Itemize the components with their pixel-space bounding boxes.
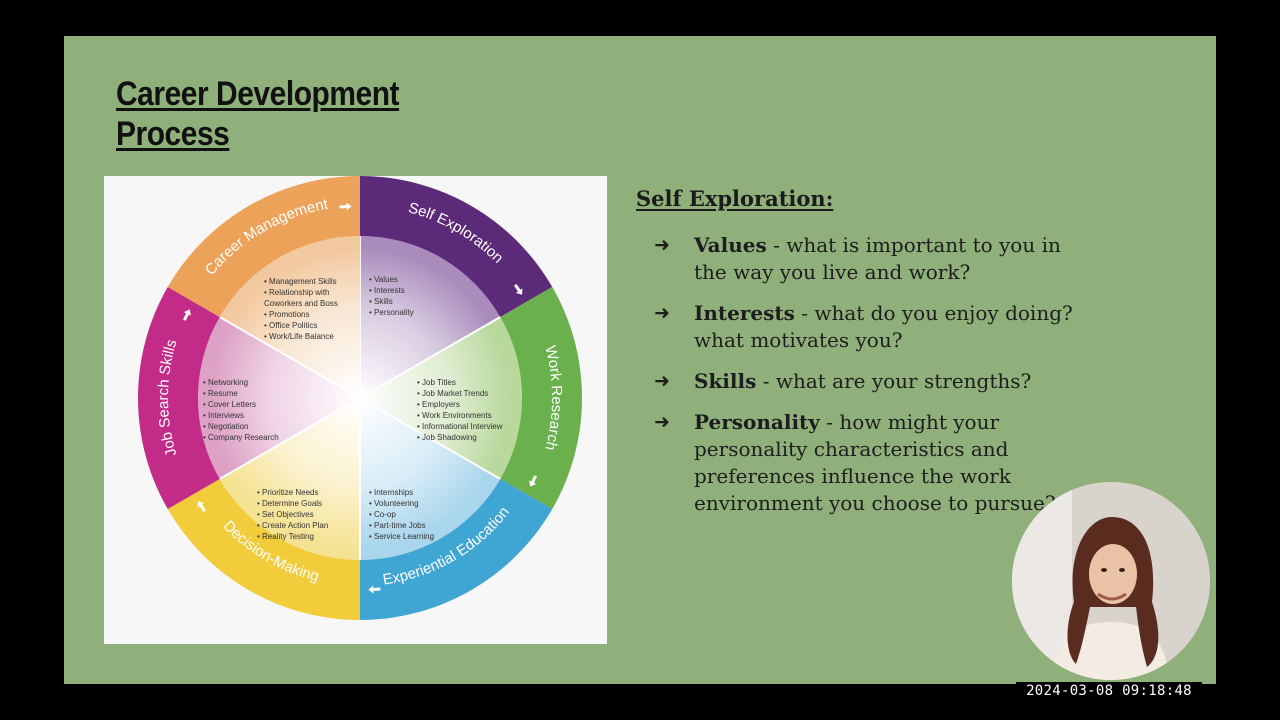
point-desc: - what do you enjoy doing? what motivate… [694,301,1073,352]
list-item: Job Market Trends [417,388,503,399]
segment-label-work-research: Work Research [541,344,565,452]
list-item: Cover Letters [203,399,279,410]
slide-title-line1: Career Development [116,75,400,113]
list-item: Promotions [264,309,364,320]
arrow-icon: ➜ [654,370,670,392]
list-item: Internships [369,487,434,498]
segment-items-self-exploration: Values Interests Skills Personality [369,274,414,318]
list-item: Management Skills [264,276,364,287]
list-item: Create Action Plan [257,520,328,531]
arrow-icon: ➜ [654,234,670,256]
point-interests: ➜ Interests - what do you enjoy doing? w… [654,300,1074,354]
list-item: Part-time Jobs [369,520,434,531]
ring-segment-job-search-skills [138,287,220,509]
list-item: Negotiation [203,421,279,432]
list-item: Relationship with Coworkers and Boss [264,287,364,309]
point-personality: ➜ Personality - how might your personali… [654,409,1074,517]
list-item: Work/Life Balance [264,331,364,342]
arrow-icon: ➜ [654,302,670,324]
list-item: Employers [417,399,503,410]
arrow-icon: ➜ [654,411,670,433]
list-item: Reality Testing [257,531,328,542]
presenter-webcam [1012,482,1210,680]
arrow-marker-icon [339,202,352,211]
presenter-avatar [1012,482,1210,680]
ring-segment-career-management [167,176,360,317]
point-term: Interests [694,301,795,325]
list-item: Volunteering [369,498,434,509]
list-item: Resume [203,388,279,399]
point-term: Personality [694,410,820,434]
arrow-marker-icon [368,585,381,594]
list-item: Determine Goals [257,498,328,509]
point-desc: - how might your personality characteris… [694,410,1056,515]
point-desc: - what are your strengths? [756,369,1032,393]
list-item: Skills [369,296,414,307]
point-skills: ➜ Skills - what are your strengths? [654,368,1074,395]
list-item: Values [369,274,414,285]
segment-items-career-management: Management Skills Relationship with Cowo… [264,276,364,342]
arrow-marker-icon [183,309,192,321]
list-item: Co-op [369,509,434,520]
list-item: Networking [203,377,279,388]
self-exploration-points: ➜ Values - what is important to you in t… [654,232,1074,531]
slide: Career Development Process Self Explorat… [64,36,1216,684]
segment-items-job-search-skills: Networking Resume Cover Letters Intervie… [203,377,279,443]
list-item: Job Shadowing [417,432,503,443]
ring-segment-work-research [500,287,582,509]
point-desc: - what is important to you in the way yo… [694,233,1061,284]
list-item: Informational Interview [417,421,502,432]
list-item: Interests [369,285,414,296]
list-item: Company Research [203,432,279,443]
point-values: ➜ Values - what is important to you in t… [654,232,1074,286]
segment-items-decision-making: Prioritize Needs Determine Goals Set Obj… [257,487,328,542]
segment-items-work-research: Job Titles Job Market Trends Employers W… [417,377,503,443]
list-item: Work Environments [417,410,503,421]
arrow-marker-icon [197,501,206,513]
list-item: Job Titles [417,377,503,388]
arrow-marker-icon [514,283,523,295]
point-term: Values [694,233,767,257]
point-term: Skills [694,369,757,393]
arrow-marker-icon [528,475,537,487]
section-heading: Self Exploration: [636,186,834,211]
ring-segment-decision-making [167,479,360,620]
list-item: Set Objectives [257,509,328,520]
slide-title-line2: Process [116,115,230,153]
ring-segment-self-exploration [360,176,553,317]
list-item: Service Learning [369,531,434,542]
slide-title: Career Development Process [116,74,400,154]
list-item: Office Politics [264,320,364,331]
timestamp-overlay: 2024-03-08 09:18:48 [1016,682,1202,700]
list-item: Prioritize Needs [257,487,328,498]
list-item: Personality [369,307,414,318]
ring-segment-experiential-education [360,479,553,620]
list-item: Interviews [203,410,279,421]
segment-items-experiential-education: Internships Volunteering Co-op Part-time… [369,487,434,542]
